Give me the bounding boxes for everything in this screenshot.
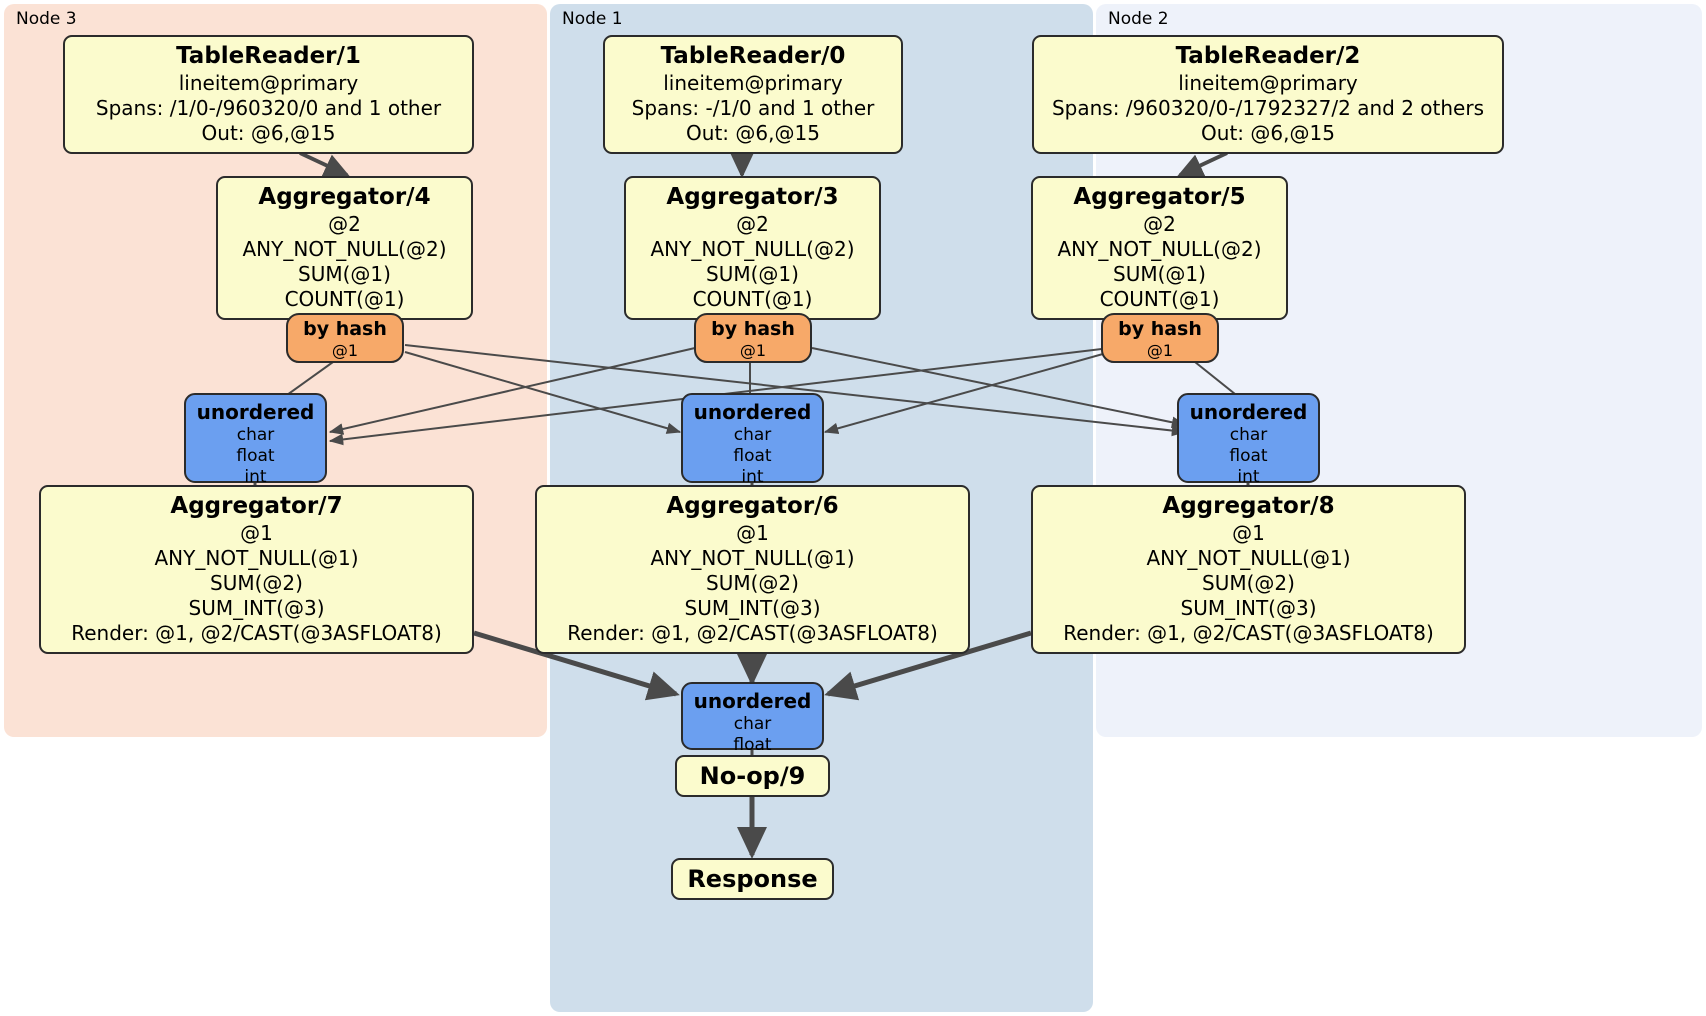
node-panel-label-node3: Node 3: [16, 9, 77, 29]
processor-detail-spans: Spans: -/1/0 and 1 other: [631, 96, 875, 120]
processor-detail-agg-1: ANY_NOT_NULL(@2): [650, 237, 855, 261]
processor-aggregator-3[interactable]: Aggregator/3 @2 ANY_NOT_NULL(@2) SUM(@1)…: [624, 176, 881, 320]
synchronizer-type-2: float: [733, 446, 772, 466]
processor-detail-groupcols: @1: [1232, 521, 1265, 545]
processor-detail-agg-1: ANY_NOT_NULL(@1): [1146, 546, 1351, 570]
processor-aggregator-5[interactable]: Aggregator/5 @2 ANY_NOT_NULL(@2) SUM(@1)…: [1031, 176, 1288, 320]
processor-response[interactable]: Response: [671, 858, 834, 900]
processor-aggregator-8[interactable]: Aggregator/8 @1 ANY_NOT_NULL(@1) SUM(@2)…: [1031, 485, 1466, 654]
synchronizer-type-2: float: [733, 735, 772, 755]
processor-title: Response: [687, 865, 818, 893]
processor-title: Aggregator/3: [666, 184, 839, 210]
processor-title: Aggregator/7: [170, 493, 343, 519]
processor-detail-agg-3: COUNT(@1): [1099, 287, 1220, 311]
router-title: by hash: [711, 318, 795, 340]
processor-detail-out: Out: @6,@15: [201, 121, 336, 145]
node-panel-label-node1: Node 1: [562, 9, 623, 29]
processor-detail-agg-1: ANY_NOT_NULL(@2): [1057, 237, 1262, 261]
processor-noop-9[interactable]: No-op/9: [675, 755, 830, 797]
synchronizer-type-3: int: [741, 467, 764, 487]
router-detail-cols: @1: [1146, 341, 1174, 360]
synchronizer-type-1: char: [236, 425, 275, 445]
processor-detail-agg-2: SUM(@1): [1113, 262, 1206, 286]
processor-title: Aggregator/6: [666, 493, 839, 519]
processor-title: Aggregator/4: [258, 184, 431, 210]
processor-detail-agg-2: SUM(@1): [298, 262, 391, 286]
processor-title: No-op/9: [699, 762, 806, 790]
processor-title: TableReader/0: [660, 43, 846, 69]
processor-title: TableReader/2: [1175, 43, 1361, 69]
processor-detail-render: Render: @1, @2/CAST(@3ASFLOAT8): [567, 621, 938, 645]
processor-detail-groupcols: @2: [736, 212, 769, 236]
processor-detail-out: Out: @6,@15: [686, 121, 820, 145]
router-detail-cols: @1: [331, 341, 359, 360]
router-by-hash-node2[interactable]: by hash @1: [1101, 313, 1219, 363]
processor-detail-groupcols: @2: [1143, 212, 1176, 236]
processor-table-reader-2[interactable]: TableReader/2 lineitem@primary Spans: /9…: [1032, 35, 1504, 154]
router-title: by hash: [303, 318, 387, 340]
synchronizer-type-1: char: [1229, 425, 1268, 445]
processor-title: Aggregator/5: [1073, 184, 1246, 210]
processor-table-reader-1[interactable]: TableReader/1 lineitem@primary Spans: /1…: [63, 35, 474, 154]
processor-detail-out: Out: @6,@15: [1201, 121, 1335, 145]
processor-detail-agg-3: SUM_INT(@3): [684, 596, 821, 620]
processor-detail-agg-3: SUM_INT(@3): [188, 596, 325, 620]
processor-detail-groupcols: @2: [328, 212, 361, 236]
synchronizer-unordered-node1[interactable]: unordered char float int: [681, 393, 824, 487]
processor-detail-agg-3: COUNT(@1): [284, 287, 405, 311]
synchronizer-title: unordered: [693, 689, 812, 713]
router-title: by hash: [1118, 318, 1202, 340]
processor-detail-agg-2: SUM(@2): [210, 571, 303, 595]
synchronizer-unordered-node2[interactable]: unordered char float int: [1177, 393, 1320, 487]
processor-detail-groupcols: @1: [736, 521, 769, 545]
node-panel-label-node2: Node 2: [1108, 9, 1169, 29]
synchronizer-type-3: int: [1237, 467, 1260, 487]
router-by-hash-node1[interactable]: by hash @1: [694, 313, 812, 363]
processor-detail-render: Render: @1, @2/CAST(@3ASFLOAT8): [1063, 621, 1434, 645]
processor-detail-agg-2: SUM(@2): [706, 571, 799, 595]
processor-detail-agg-2: SUM(@1): [706, 262, 799, 286]
processor-detail-groupcols: @1: [240, 521, 273, 545]
processor-detail-agg-3: SUM_INT(@3): [1180, 596, 1317, 620]
processor-aggregator-7[interactable]: Aggregator/7 @1 ANY_NOT_NULL(@1) SUM(@2)…: [39, 485, 474, 654]
router-detail-cols: @1: [739, 341, 767, 360]
synchronizer-title: unordered: [693, 400, 812, 424]
processor-detail-agg-3: COUNT(@1): [692, 287, 813, 311]
synchronizer-unordered-final[interactable]: unordered char float: [681, 682, 824, 755]
synchronizer-type-2: float: [1229, 446, 1268, 466]
synchronizer-unordered-node3[interactable]: unordered char float int: [184, 393, 327, 487]
processor-detail-agg-1: ANY_NOT_NULL(@1): [650, 546, 855, 570]
processor-aggregator-4[interactable]: Aggregator/4 @2 ANY_NOT_NULL(@2) SUM(@1)…: [216, 176, 473, 320]
processor-detail-agg-1: ANY_NOT_NULL(@2): [242, 237, 447, 261]
processor-detail-agg-1: ANY_NOT_NULL(@1): [154, 546, 359, 570]
router-by-hash-node3[interactable]: by hash @1: [286, 313, 404, 363]
processor-detail-agg-2: SUM(@2): [1202, 571, 1295, 595]
processor-detail-table: lineitem@primary: [178, 71, 359, 95]
processor-detail-render: Render: @1, @2/CAST(@3ASFLOAT8): [71, 621, 442, 645]
synchronizer-title: unordered: [1189, 400, 1308, 424]
processor-detail-table: lineitem@primary: [663, 71, 843, 95]
synchronizer-type-1: char: [733, 425, 772, 445]
processor-detail-spans: Spans: /1/0-/960320/0 and 1 other: [95, 96, 442, 120]
processor-title: Aggregator/8: [1162, 493, 1335, 519]
processor-detail-table: lineitem@primary: [1178, 71, 1358, 95]
synchronizer-title: unordered: [196, 400, 315, 424]
processor-aggregator-6[interactable]: Aggregator/6 @1 ANY_NOT_NULL(@1) SUM(@2)…: [535, 485, 970, 654]
processor-title: TableReader/1: [176, 43, 361, 69]
processor-table-reader-0[interactable]: TableReader/0 lineitem@primary Spans: -/…: [603, 35, 903, 154]
synchronizer-type-3: int: [244, 467, 267, 487]
synchronizer-type-2: float: [236, 446, 275, 466]
processor-detail-spans: Spans: /960320/0-/1792327/2 and 2 others: [1051, 96, 1484, 120]
synchronizer-type-1: char: [733, 714, 772, 734]
